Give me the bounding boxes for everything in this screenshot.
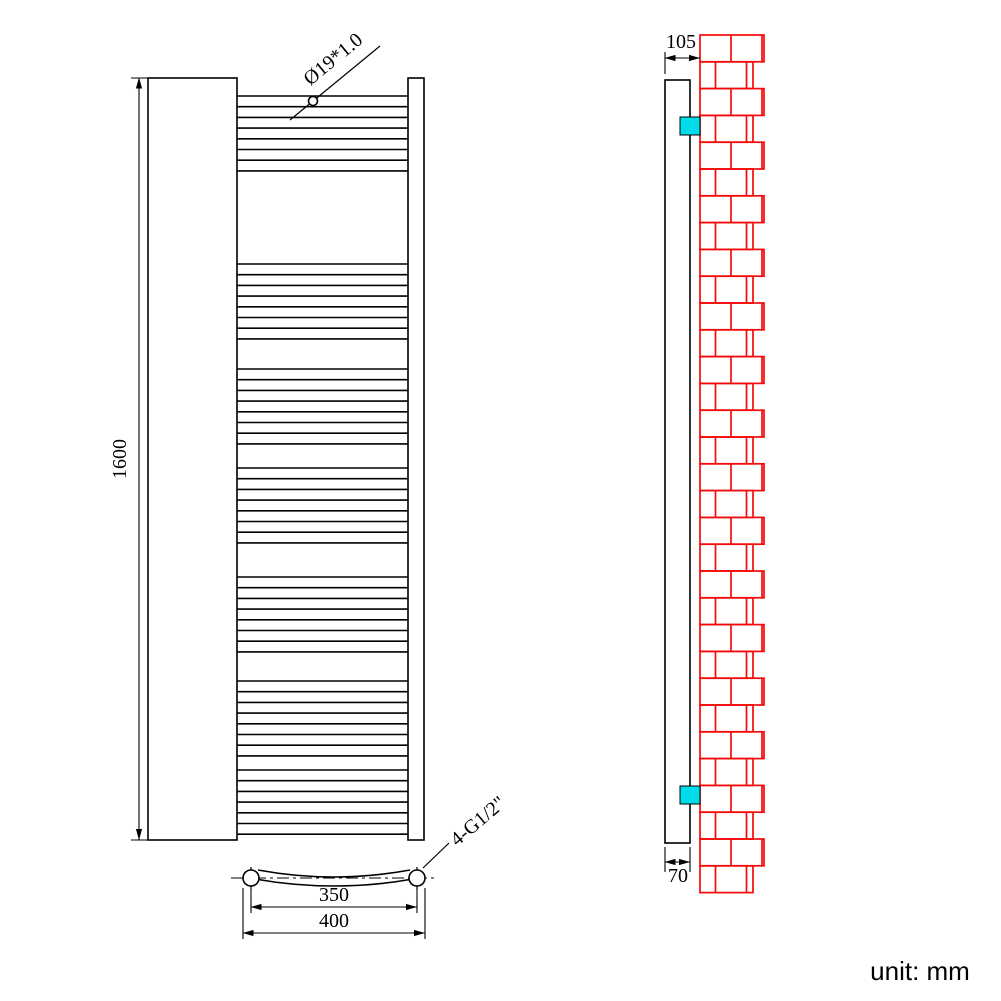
centers-dimension: 350 <box>250 884 418 913</box>
overall-width-dimension: 400 <box>242 888 426 939</box>
brick-row <box>699 784 765 814</box>
brick-row <box>699 328 754 358</box>
bottom-dim-label: 70 <box>668 865 688 887</box>
wall-bracket-bottom <box>679 785 701 805</box>
brick-row <box>699 409 765 438</box>
wall-bracket-top <box>679 116 701 136</box>
side-view: 105 70 <box>664 31 765 894</box>
leader-balloon-circle <box>307 95 319 107</box>
brick-row <box>699 489 754 519</box>
brick-row <box>699 221 754 251</box>
right-port-circle <box>408 869 426 887</box>
width-dim-label: 400 <box>319 910 349 932</box>
radiator-side-profile <box>664 79 691 844</box>
connection-callout: 4-G1/2" <box>422 792 510 869</box>
brick-row <box>699 382 754 412</box>
depth-dim-label: 105 <box>666 31 696 53</box>
brick-row <box>699 730 765 760</box>
bottom-view: 350 400 4-G1/2" <box>231 792 510 939</box>
brick-row <box>699 516 765 546</box>
bottom-clearance-dimension: 70 <box>664 847 691 887</box>
brick-row <box>699 677 765 706</box>
height-dim-label: 1600 <box>109 439 131 479</box>
front-view: Ø19*1.0 1600 <box>109 29 425 841</box>
left-collector-panel <box>147 77 238 841</box>
brick-row <box>699 194 765 224</box>
brick-row <box>699 704 754 733</box>
brick-row <box>699 596 754 626</box>
depth-dimension: 105 <box>664 31 700 74</box>
brick-row <box>699 114 754 144</box>
right-collector-tube <box>407 77 425 841</box>
centers-dim-label: 350 <box>319 884 349 906</box>
brick-row <box>699 838 765 867</box>
curved-bar-bottom-edge <box>254 878 414 887</box>
brick-row <box>699 87 765 117</box>
tube-spec-label: Ø19*1.0 <box>299 29 367 90</box>
brick-row <box>699 168 754 197</box>
brick-row <box>699 650 754 680</box>
brick-row <box>699 275 754 304</box>
brick-row <box>699 543 754 572</box>
brick-row <box>699 436 754 465</box>
brick-row <box>699 355 765 385</box>
unit-note: unit: mm <box>870 956 970 986</box>
brick-row <box>699 60 754 90</box>
brick-row <box>699 623 765 653</box>
brick-row <box>699 864 754 894</box>
brick-row <box>699 248 765 278</box>
left-port-circle <box>242 869 260 887</box>
brick-row <box>699 811 754 840</box>
brick-row <box>699 462 765 492</box>
brick-row <box>699 757 754 787</box>
brick-row <box>699 34 765 63</box>
leader-line <box>422 842 450 869</box>
brick-row <box>699 141 765 170</box>
brick-row <box>699 302 765 331</box>
towel-bars <box>237 95 408 836</box>
brick-row <box>699 570 765 599</box>
brick-wall <box>699 34 765 894</box>
connection-spec-label: 4-G1/2" <box>446 792 510 851</box>
curved-bar-top-edge <box>257 869 411 878</box>
leader-line <box>289 45 381 121</box>
height-dimension: 1600 <box>109 77 148 841</box>
